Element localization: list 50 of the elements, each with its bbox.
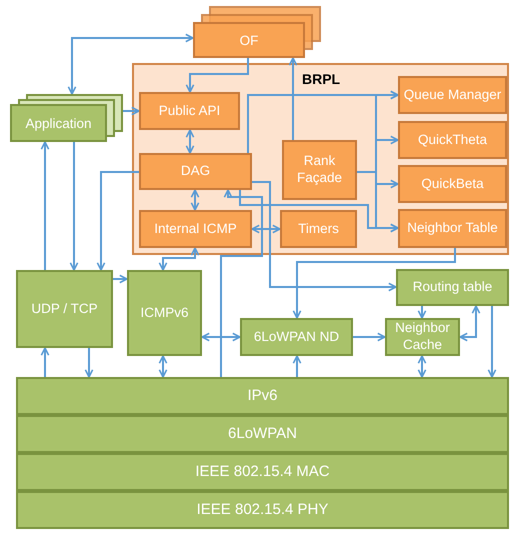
stacked-module-box [10, 94, 123, 142]
stacked-module-box [193, 6, 321, 58]
arrow [292, 248, 456, 319]
arrow [288, 57, 298, 140]
arrow [488, 306, 496, 378]
arrow [40, 347, 50, 377]
stack-layer-bar: IEEE 802.15.4 MAC [16, 453, 509, 491]
arrow [186, 129, 194, 154]
module-box: Rank Façade [282, 140, 357, 200]
arrow [84, 348, 94, 378]
arrow [201, 332, 241, 342]
stack-layer-bar: 6LoWPAN [16, 415, 509, 453]
arrow [252, 181, 397, 292]
arrow [68, 34, 194, 95]
module-box: UDP / TCP [16, 270, 113, 348]
module-box: Neighbor Cache [385, 318, 460, 356]
module-box: QuickTheta [398, 121, 507, 159]
stack-layer-bar: IPv6 [16, 377, 509, 415]
group-title: BRPL [302, 71, 340, 87]
arrow [190, 189, 200, 211]
arrow [251, 224, 281, 234]
arrow [353, 332, 386, 342]
arrow [239, 190, 399, 232]
module-label: OF [240, 32, 258, 48]
arrow [418, 355, 426, 378]
module-box: 6LoWPAN ND [240, 318, 353, 356]
arrow [158, 355, 168, 378]
arrow [96, 171, 139, 271]
module-box: Routing table [396, 269, 509, 306]
arrow [459, 305, 480, 342]
arrow [113, 274, 128, 284]
arrow [158, 247, 200, 271]
module-box: Internal ICMP [139, 210, 252, 248]
arrow [40, 141, 50, 270]
arrow [123, 106, 140, 116]
module-label: Application [25, 116, 92, 130]
module-box: Timers [280, 210, 357, 248]
module-box: ICMPv6 [127, 270, 202, 356]
arrow [418, 306, 426, 319]
arrow [220, 189, 263, 377]
module-group-panel [132, 63, 509, 255]
stack-layer-bar: IEEE 802.15.4 PHY [16, 491, 509, 529]
arrow [70, 142, 78, 271]
module-box: DAG [139, 153, 252, 190]
module-box: Queue Manager [398, 76, 507, 114]
module-box: Neighbor Table [398, 209, 507, 248]
arrow [186, 58, 249, 93]
module-box: QuickBeta [398, 165, 507, 203]
module-box: Public API [139, 92, 240, 130]
arrow [292, 355, 302, 377]
